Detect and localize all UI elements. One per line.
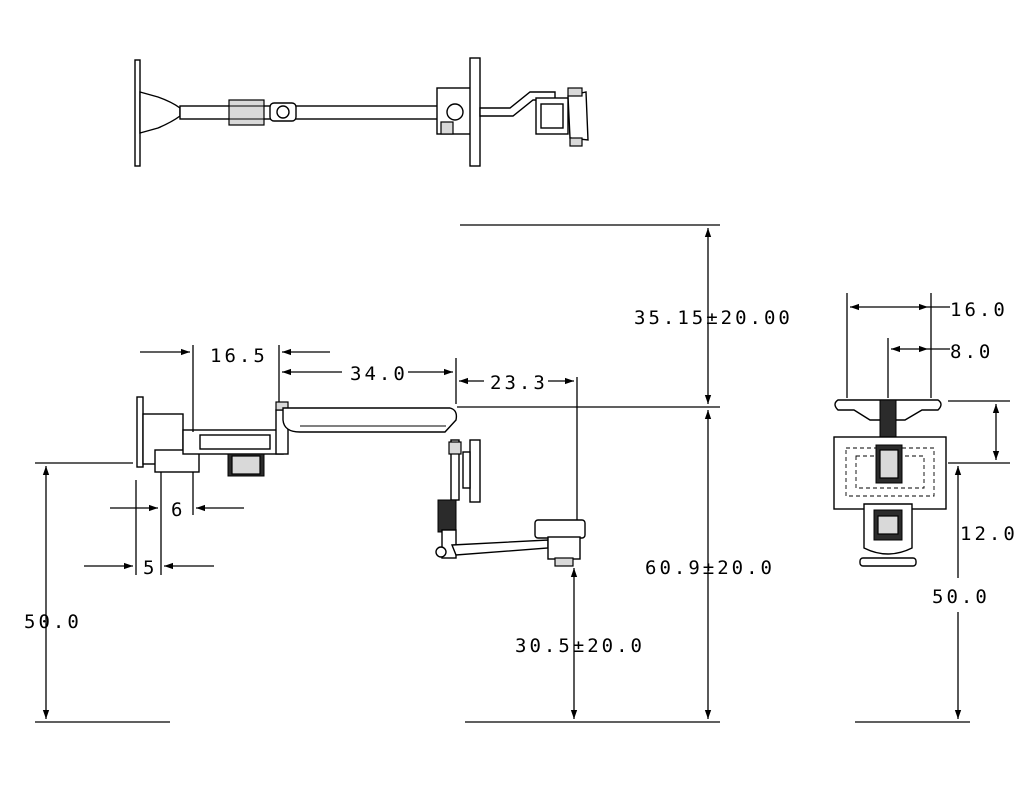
dim-offset-6: 6 <box>171 499 185 521</box>
dim-first-arm: 16.5 <box>210 345 268 367</box>
dim-arm-height: 60.9±20.0 <box>645 557 775 579</box>
dim-side-width: 16.0 <box>950 299 1008 321</box>
dim-head-height: 30.5±20.0 <box>515 635 645 657</box>
dim-offset-5: 5 <box>143 557 157 579</box>
dim-side-half: 8.0 <box>950 341 993 363</box>
side-view <box>833 399 947 567</box>
front-view <box>136 396 586 567</box>
dimension-labels: 35.15±20.00 60.9±20.0 30.5±20.0 50.0 16.… <box>24 299 1018 657</box>
dimension-lines <box>35 224 1010 723</box>
dim-mount-height: 50.0 <box>24 611 82 633</box>
top-view <box>134 57 589 167</box>
dim-side-mount-height: 50.0 <box>932 586 990 608</box>
dim-top-clearance: 35.15±20.00 <box>634 307 793 329</box>
dim-side-vertical: 12.0 <box>960 523 1018 545</box>
dim-second-arm: 34.0 <box>350 363 408 385</box>
dim-third-arm: 23.3 <box>490 372 548 394</box>
